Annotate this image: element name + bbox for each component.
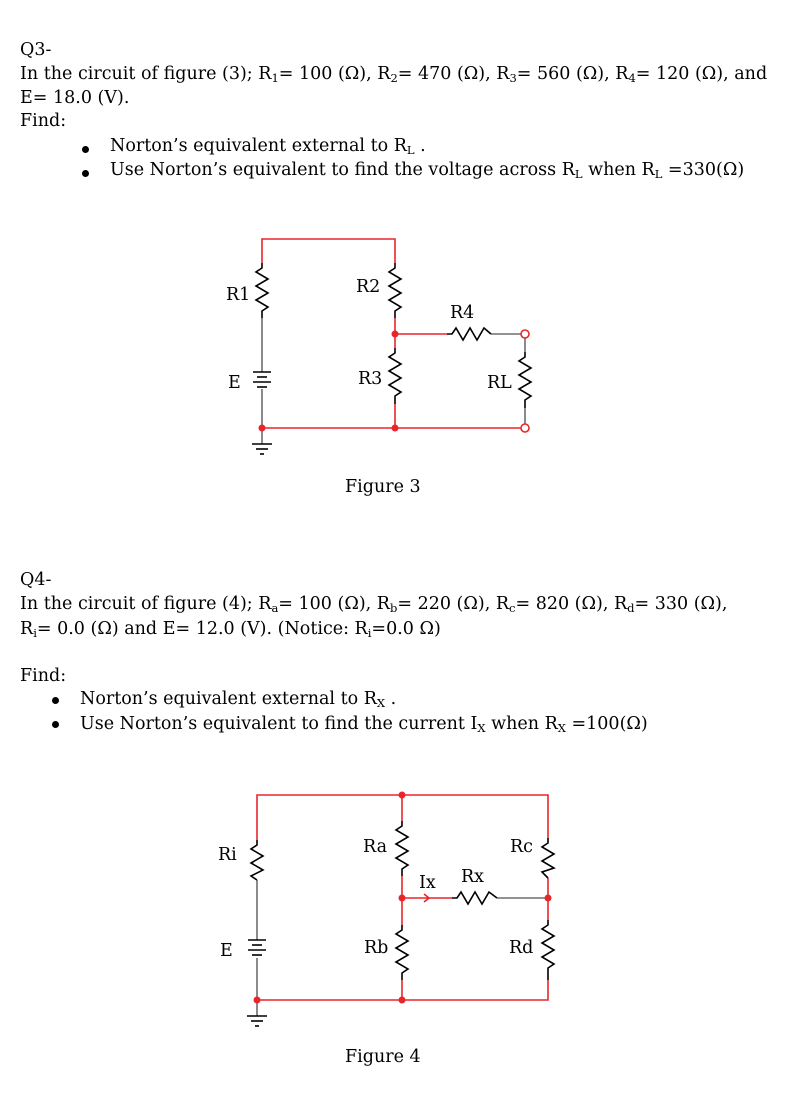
figure-3-gray-wires xyxy=(261,318,526,444)
r2-resistor xyxy=(387,263,403,318)
node-bottom-middle xyxy=(398,996,406,1004)
rb-resistor xyxy=(394,925,410,980)
node-e-bottom xyxy=(258,424,266,432)
q4-bullet-2: Use Norton’s equivalent to find the curr… xyxy=(80,714,648,735)
q3-find-label: Find: xyxy=(20,111,67,131)
q4-given-line-1: In the circuit of figure (4); Ra= 100 (Ω… xyxy=(20,594,728,615)
e-battery-symbol xyxy=(253,371,271,388)
rd-resistor xyxy=(540,920,556,980)
figure-3-ground-symbol xyxy=(252,443,272,455)
q3-bullet-2: Use Norton’s equivalent to find the volt… xyxy=(110,160,745,181)
q4-bullet-2-dot xyxy=(52,721,59,728)
r1-label: R1 xyxy=(226,285,250,305)
rc-label: Rc xyxy=(510,837,533,857)
q3-bullet-2-dot xyxy=(82,170,89,177)
rl-resistor xyxy=(517,352,533,408)
rx-label: Rx xyxy=(461,867,484,887)
figure-4-e-battery-symbol xyxy=(248,939,266,956)
rl-top-terminal xyxy=(520,329,530,339)
r3-label: R3 xyxy=(358,369,382,389)
q3-bullet-1: Norton’s equivalent external to RL . xyxy=(110,136,426,157)
rc-resistor xyxy=(540,838,556,879)
e-label: E xyxy=(228,373,241,393)
q4-bullet-1: Norton’s equivalent external to RX . xyxy=(80,689,397,710)
figure-4-caption: Figure 4 xyxy=(345,1047,421,1067)
node-bottom-left xyxy=(253,996,261,1004)
node-rc-rd xyxy=(544,894,552,902)
q3-given-line-1: In the circuit of figure (3); R1= 100 (Ω… xyxy=(20,64,768,85)
figure-4-e-label: E xyxy=(220,941,233,961)
rl-bottom-terminal xyxy=(520,423,530,433)
rl-label: RL xyxy=(487,373,512,393)
rd-label: Rd xyxy=(509,938,533,958)
figure-4-ground-symbol xyxy=(247,1015,267,1027)
q4-heading: Q4- xyxy=(20,570,52,590)
q4-find-label: Find: xyxy=(20,666,67,686)
ix-label: Ix xyxy=(419,873,436,893)
node-r2-r3-r4 xyxy=(391,330,399,338)
node-ra-rb xyxy=(398,894,406,902)
ra-resistor xyxy=(394,821,410,876)
q3-given-line-2: E= 18.0 (V). xyxy=(20,88,130,108)
q4-bullet-1-dot xyxy=(52,697,59,704)
rb-label: Rb xyxy=(364,938,388,958)
ra-label: Ra xyxy=(363,837,387,857)
node-r3-bottom xyxy=(391,424,399,432)
r1-resistor xyxy=(254,263,270,318)
ri-resistor xyxy=(249,840,265,881)
ix-arrow-icon xyxy=(423,893,431,903)
node-top-middle xyxy=(398,791,406,799)
ri-label: Ri xyxy=(218,845,237,865)
q3-bullet-1-dot xyxy=(82,146,89,153)
r4-resistor xyxy=(447,326,492,342)
q4-given-line-2: Ri= 0.0 (Ω) and E= 12.0 (V). (Notice: Ri… xyxy=(20,619,441,640)
rx-resistor xyxy=(452,890,498,906)
q3-heading: Q3- xyxy=(20,40,52,60)
r3-resistor xyxy=(387,348,403,404)
r4-label: R4 xyxy=(450,303,474,323)
figure-3-caption: Figure 3 xyxy=(345,477,421,497)
r2-label: R2 xyxy=(356,277,380,297)
